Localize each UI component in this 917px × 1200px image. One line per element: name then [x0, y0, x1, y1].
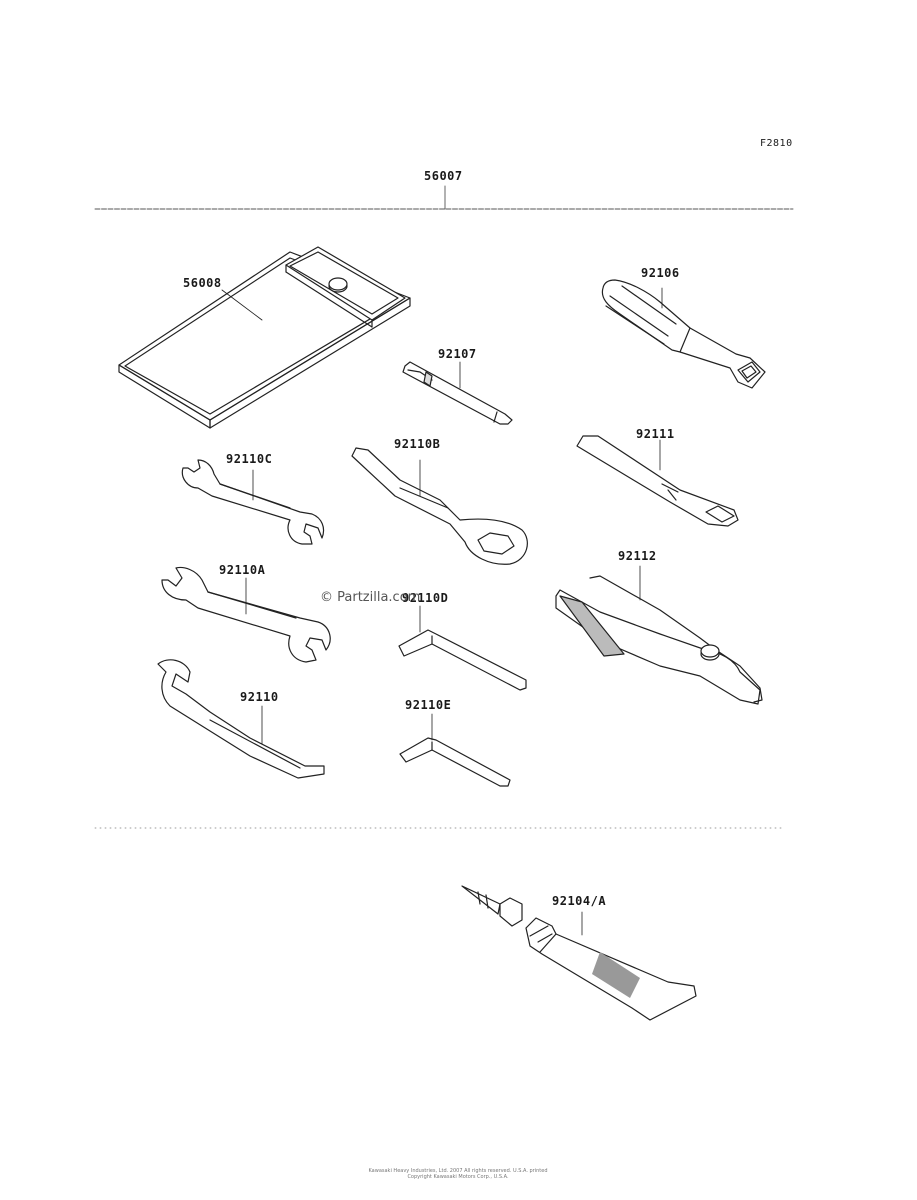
pliers-icon	[555, 565, 763, 705]
spanner-icon	[157, 659, 325, 779]
driver-bit-icon	[402, 361, 513, 425]
part-number-spanner[interactable]: 92110	[240, 690, 279, 704]
part-number-grease[interactable]: 92104/A	[552, 894, 607, 908]
part-number-pliers[interactable]: 92112	[618, 549, 657, 563]
part-number-extension[interactable]: 92111	[636, 427, 675, 441]
ring-wrench-icon	[351, 447, 528, 565]
screwdriver-grip-icon	[601, 279, 766, 389]
tool-pouch-icon	[118, 246, 411, 429]
hex-key-e-icon	[399, 713, 511, 787]
part-number-grip[interactable]: 92106	[641, 266, 680, 280]
part-number-wrench-d[interactable]: 92110D	[402, 591, 449, 605]
part-number-hex-key[interactable]: 92110E	[405, 698, 452, 712]
part-number-wrench-c[interactable]: 92110C	[226, 452, 273, 466]
kit-bracket-line	[94, 185, 794, 210]
footer-line-1: Kawasaki Heavy Industries, Ltd. 2007 All…	[368, 1168, 548, 1174]
part-number-wrench-a[interactable]: 92110A	[219, 563, 266, 577]
part-number-pouch[interactable]: 56008	[183, 276, 222, 290]
part-number-kit[interactable]: 56007	[424, 169, 463, 183]
double-wrench-icon	[161, 566, 331, 663]
figure-code: F2810	[760, 138, 793, 149]
part-number-driver[interactable]: 92107	[438, 347, 477, 361]
small-wrench-icon	[181, 459, 325, 545]
extension-tube-icon	[576, 435, 739, 527]
watermark: © Partzilla.com	[320, 590, 421, 605]
hex-key-icon	[398, 605, 527, 691]
part-number-ring-wrench[interactable]: 92110B	[394, 437, 441, 451]
footer-copyright: Kawasaki Heavy Industries, Ltd. 2007 All…	[308, 1168, 608, 1180]
grease-tube-icon	[461, 885, 697, 1021]
footer-line-2: Copyright Kawasaki Motors Corp., U.S.A.	[407, 1174, 509, 1180]
